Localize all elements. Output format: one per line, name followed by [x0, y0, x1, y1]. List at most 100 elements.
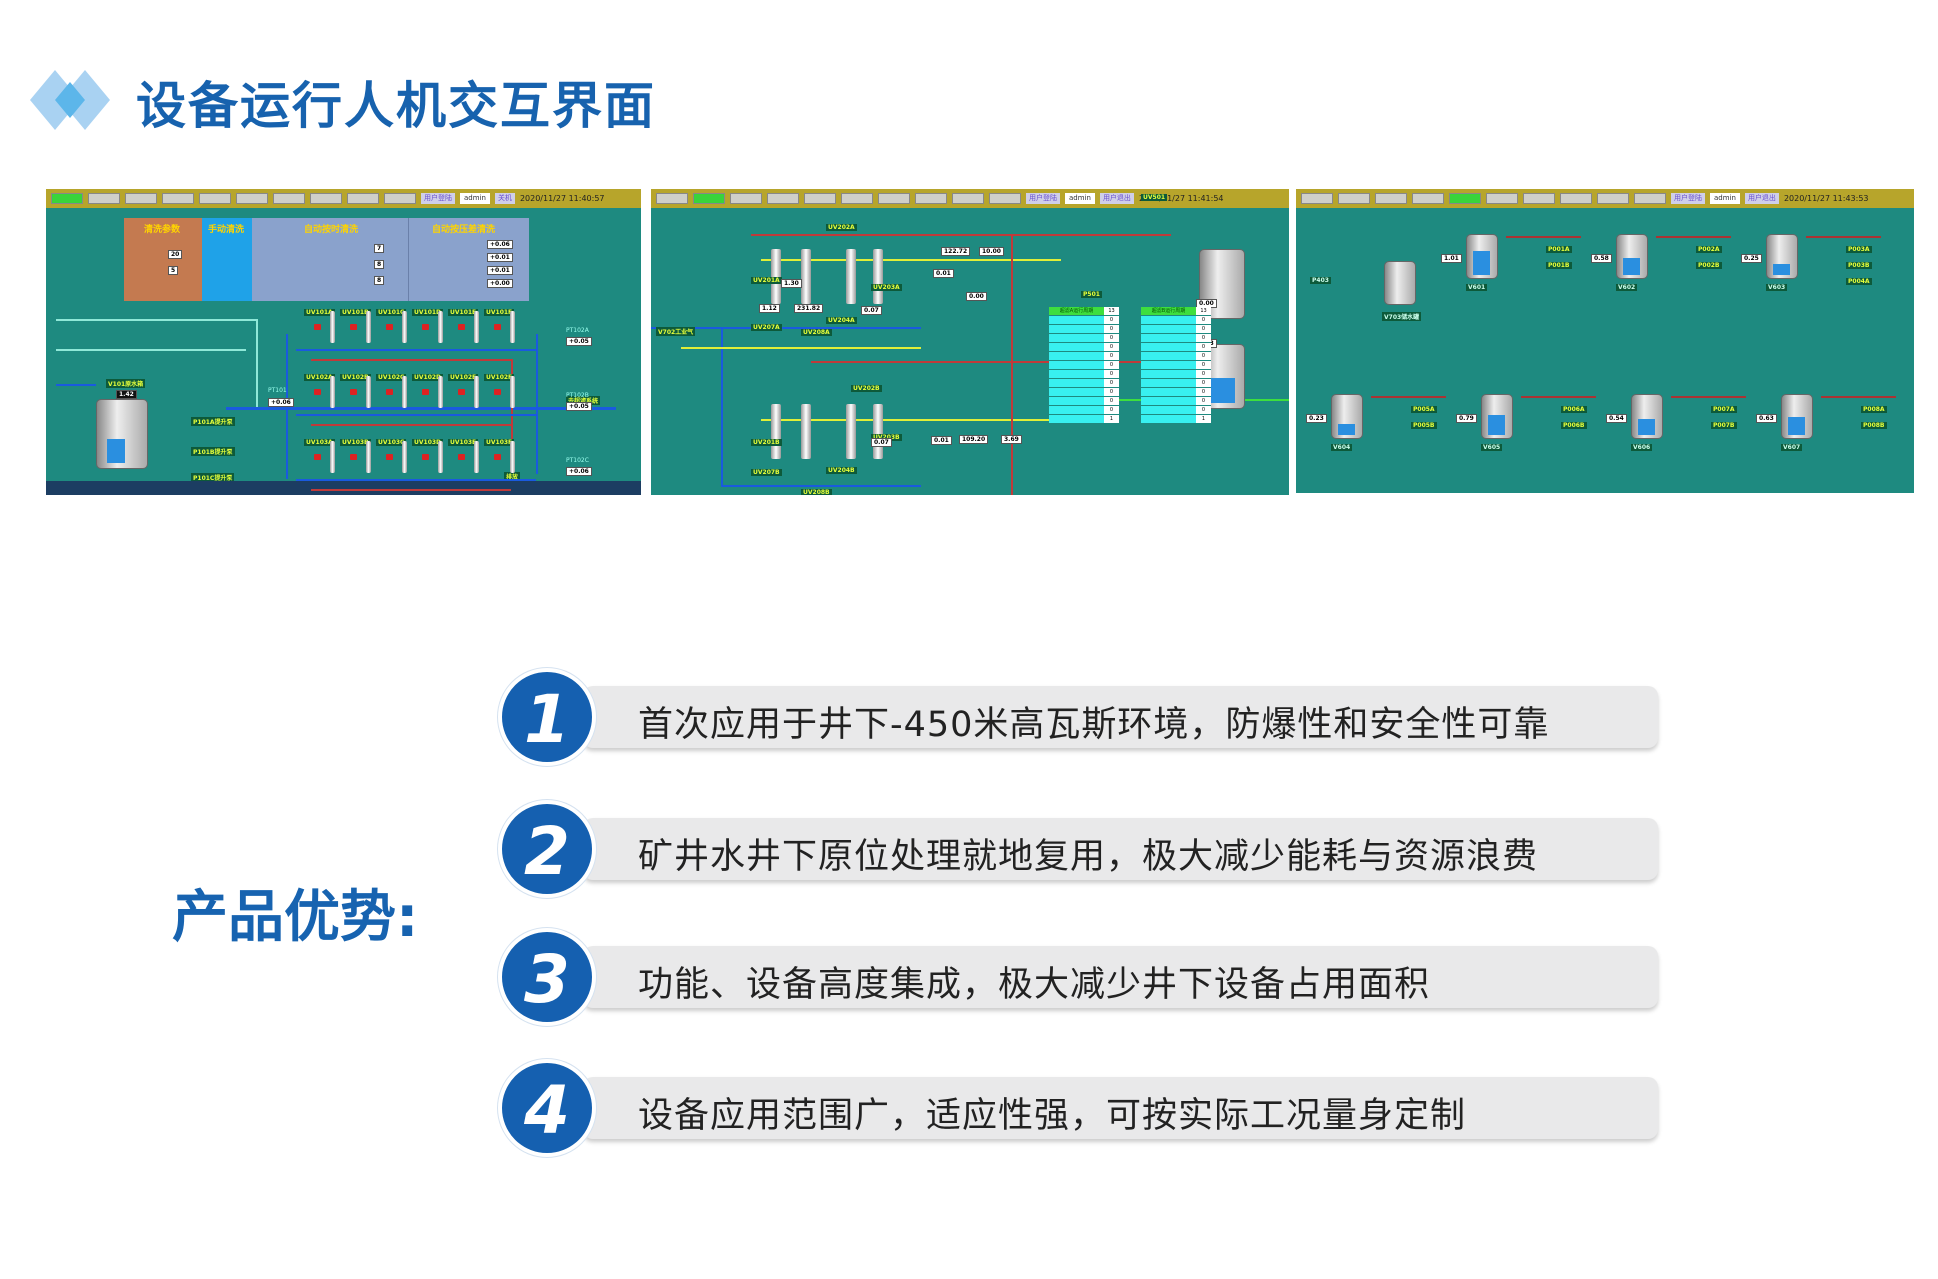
toolbar-nav-button[interactable] [310, 193, 342, 204]
toolbar-nav-button[interactable] [384, 193, 416, 204]
toolbar-nav-button[interactable] [767, 193, 799, 204]
valve-icon[interactable] [350, 454, 357, 460]
admin-user[interactable]: admin [460, 193, 490, 204]
toolbar-nav-button[interactable] [273, 193, 305, 204]
toolbar-nav-button[interactable] [88, 193, 120, 204]
dp-field[interactable]: +0.00 [487, 279, 513, 288]
toolbar-nav-button[interactable] [236, 193, 268, 204]
toolbar-nav-button[interactable] [952, 193, 984, 204]
table-label-cell [1049, 397, 1104, 406]
timer-field[interactable]: 7 [374, 244, 385, 253]
toolbar-nav-button[interactable] [730, 193, 762, 204]
uv-lamp-label: UV102D [412, 374, 444, 381]
admin-user[interactable]: admin [1065, 193, 1095, 204]
uv-lamp-label: UV101E [448, 309, 479, 316]
toolbar-nav-button[interactable] [125, 193, 157, 204]
dp-field[interactable]: +0.06 [487, 240, 513, 249]
valve-icon[interactable] [422, 454, 429, 460]
toolbar-nav-button[interactable] [693, 193, 725, 204]
toolbar-nav-button[interactable] [989, 193, 1021, 204]
valve-icon[interactable] [314, 389, 321, 395]
toolbar-nav-button[interactable] [1338, 193, 1370, 204]
advantage-text: 功能、设备高度集成，极大减少井下设备占用面积 [638, 965, 1431, 1005]
valve-icon[interactable] [314, 454, 321, 460]
v703-label: V703储水罐 [1382, 312, 1422, 321]
toolbar-nav-button[interactable] [1597, 193, 1629, 204]
toolbar-nav-button[interactable] [841, 193, 873, 204]
table-header: 超滤B运行周期 [1141, 307, 1196, 316]
toolbar-nav-button[interactable] [1560, 193, 1592, 204]
toolbar-nav-button[interactable] [656, 193, 688, 204]
table-label-cell [1141, 334, 1196, 343]
tank-level-value: 0.79 [1456, 414, 1477, 423]
tank-name: V603 [1766, 284, 1788, 291]
pt-label: PT102B [566, 392, 589, 399]
tank-level-fill [1788, 417, 1805, 435]
param-field[interactable]: 5 [168, 266, 179, 275]
toolbar-nav-button[interactable] [51, 193, 83, 204]
valve-icon[interactable] [350, 324, 357, 330]
admin-user[interactable]: admin [1710, 193, 1740, 204]
toolbar-nav-button[interactable] [1375, 193, 1407, 204]
table-label-cell [1141, 352, 1196, 361]
pipe [1656, 236, 1731, 238]
toolbar-nav-button[interactable] [804, 193, 836, 204]
uv-lamp [474, 441, 479, 473]
toolbar-right-button[interactable]: 用户退出 [1099, 193, 1134, 204]
user-login-button[interactable]: 用户登陆 [1026, 193, 1060, 204]
pt-value: +0.05 [566, 402, 592, 411]
toolbar-nav-button[interactable] [347, 193, 379, 204]
toolbar-nav-button[interactable] [162, 193, 194, 204]
toolbar-nav-button[interactable] [1412, 193, 1444, 204]
datetime-readout: 2020/11/27 11:40:57 [519, 194, 605, 203]
toolbar-right-button[interactable]: 关机 [494, 193, 515, 204]
toolbar-nav-button[interactable] [1301, 193, 1333, 204]
user-login-button[interactable]: 用户登陆 [421, 193, 455, 204]
toolbar-nav-button[interactable] [1634, 193, 1666, 204]
pump-label: P005B [1411, 422, 1437, 429]
table-value-cell: 0 [1104, 334, 1119, 343]
advantage-text: 设备应用范围广，适应性强，可按实际工况量身定制 [638, 1096, 1467, 1136]
dp-field[interactable]: +0.01 [487, 266, 513, 275]
advantage-item: 功能、设备高度集成，极大减少井下设备占用面积 [583, 946, 1658, 1008]
valve-icon[interactable] [386, 324, 393, 330]
table-value-cell: 0 [1196, 406, 1211, 415]
equipment-label: UV207B [751, 469, 782, 476]
valve-icon[interactable] [494, 324, 501, 330]
user-login-button[interactable]: 用户登陆 [1671, 193, 1705, 204]
toolbar-nav-button[interactable] [1523, 193, 1555, 204]
valve-icon[interactable] [314, 324, 321, 330]
advantage-item: 首次应用于井下-450米高瓦斯环境，防爆性和安全性可靠 [583, 686, 1658, 748]
timer-field[interactable]: 8 [374, 260, 385, 269]
toolbar-nav-button[interactable] [915, 193, 947, 204]
valve-icon[interactable] [458, 324, 465, 330]
table-value-cell: 0 [1104, 361, 1119, 370]
toolbar-right-button[interactable]: 用户退出 [1744, 193, 1779, 204]
pump-label: P002B [1696, 262, 1722, 269]
valve-icon[interactable] [422, 324, 429, 330]
uv-lamp-label: UV102C [376, 374, 407, 381]
tank-name: V606 [1631, 444, 1653, 451]
table-value-cell: 0 [1104, 325, 1119, 334]
toolbar-nav-button[interactable] [878, 193, 910, 204]
valve-icon[interactable] [458, 389, 465, 395]
valve-icon[interactable] [422, 389, 429, 395]
pipe [1506, 236, 1581, 238]
tank-level-value: 0.58 [1591, 254, 1612, 263]
valve-icon[interactable] [494, 454, 501, 460]
pump-label: P002A [1696, 246, 1722, 253]
dp-field[interactable]: +0.01 [487, 253, 513, 262]
toolbar-nav-button[interactable] [1486, 193, 1518, 204]
valve-icon[interactable] [350, 389, 357, 395]
valve-icon[interactable] [386, 454, 393, 460]
param-field[interactable]: 20 [168, 250, 183, 259]
valve-icon[interactable] [458, 454, 465, 460]
valve-icon[interactable] [494, 389, 501, 395]
valve-icon[interactable] [386, 389, 393, 395]
toolbar-nav-button[interactable] [199, 193, 231, 204]
timer-field[interactable]: 8 [374, 276, 385, 285]
table-label-cell [1049, 361, 1104, 370]
toolbar-nav-button[interactable] [1449, 193, 1481, 204]
